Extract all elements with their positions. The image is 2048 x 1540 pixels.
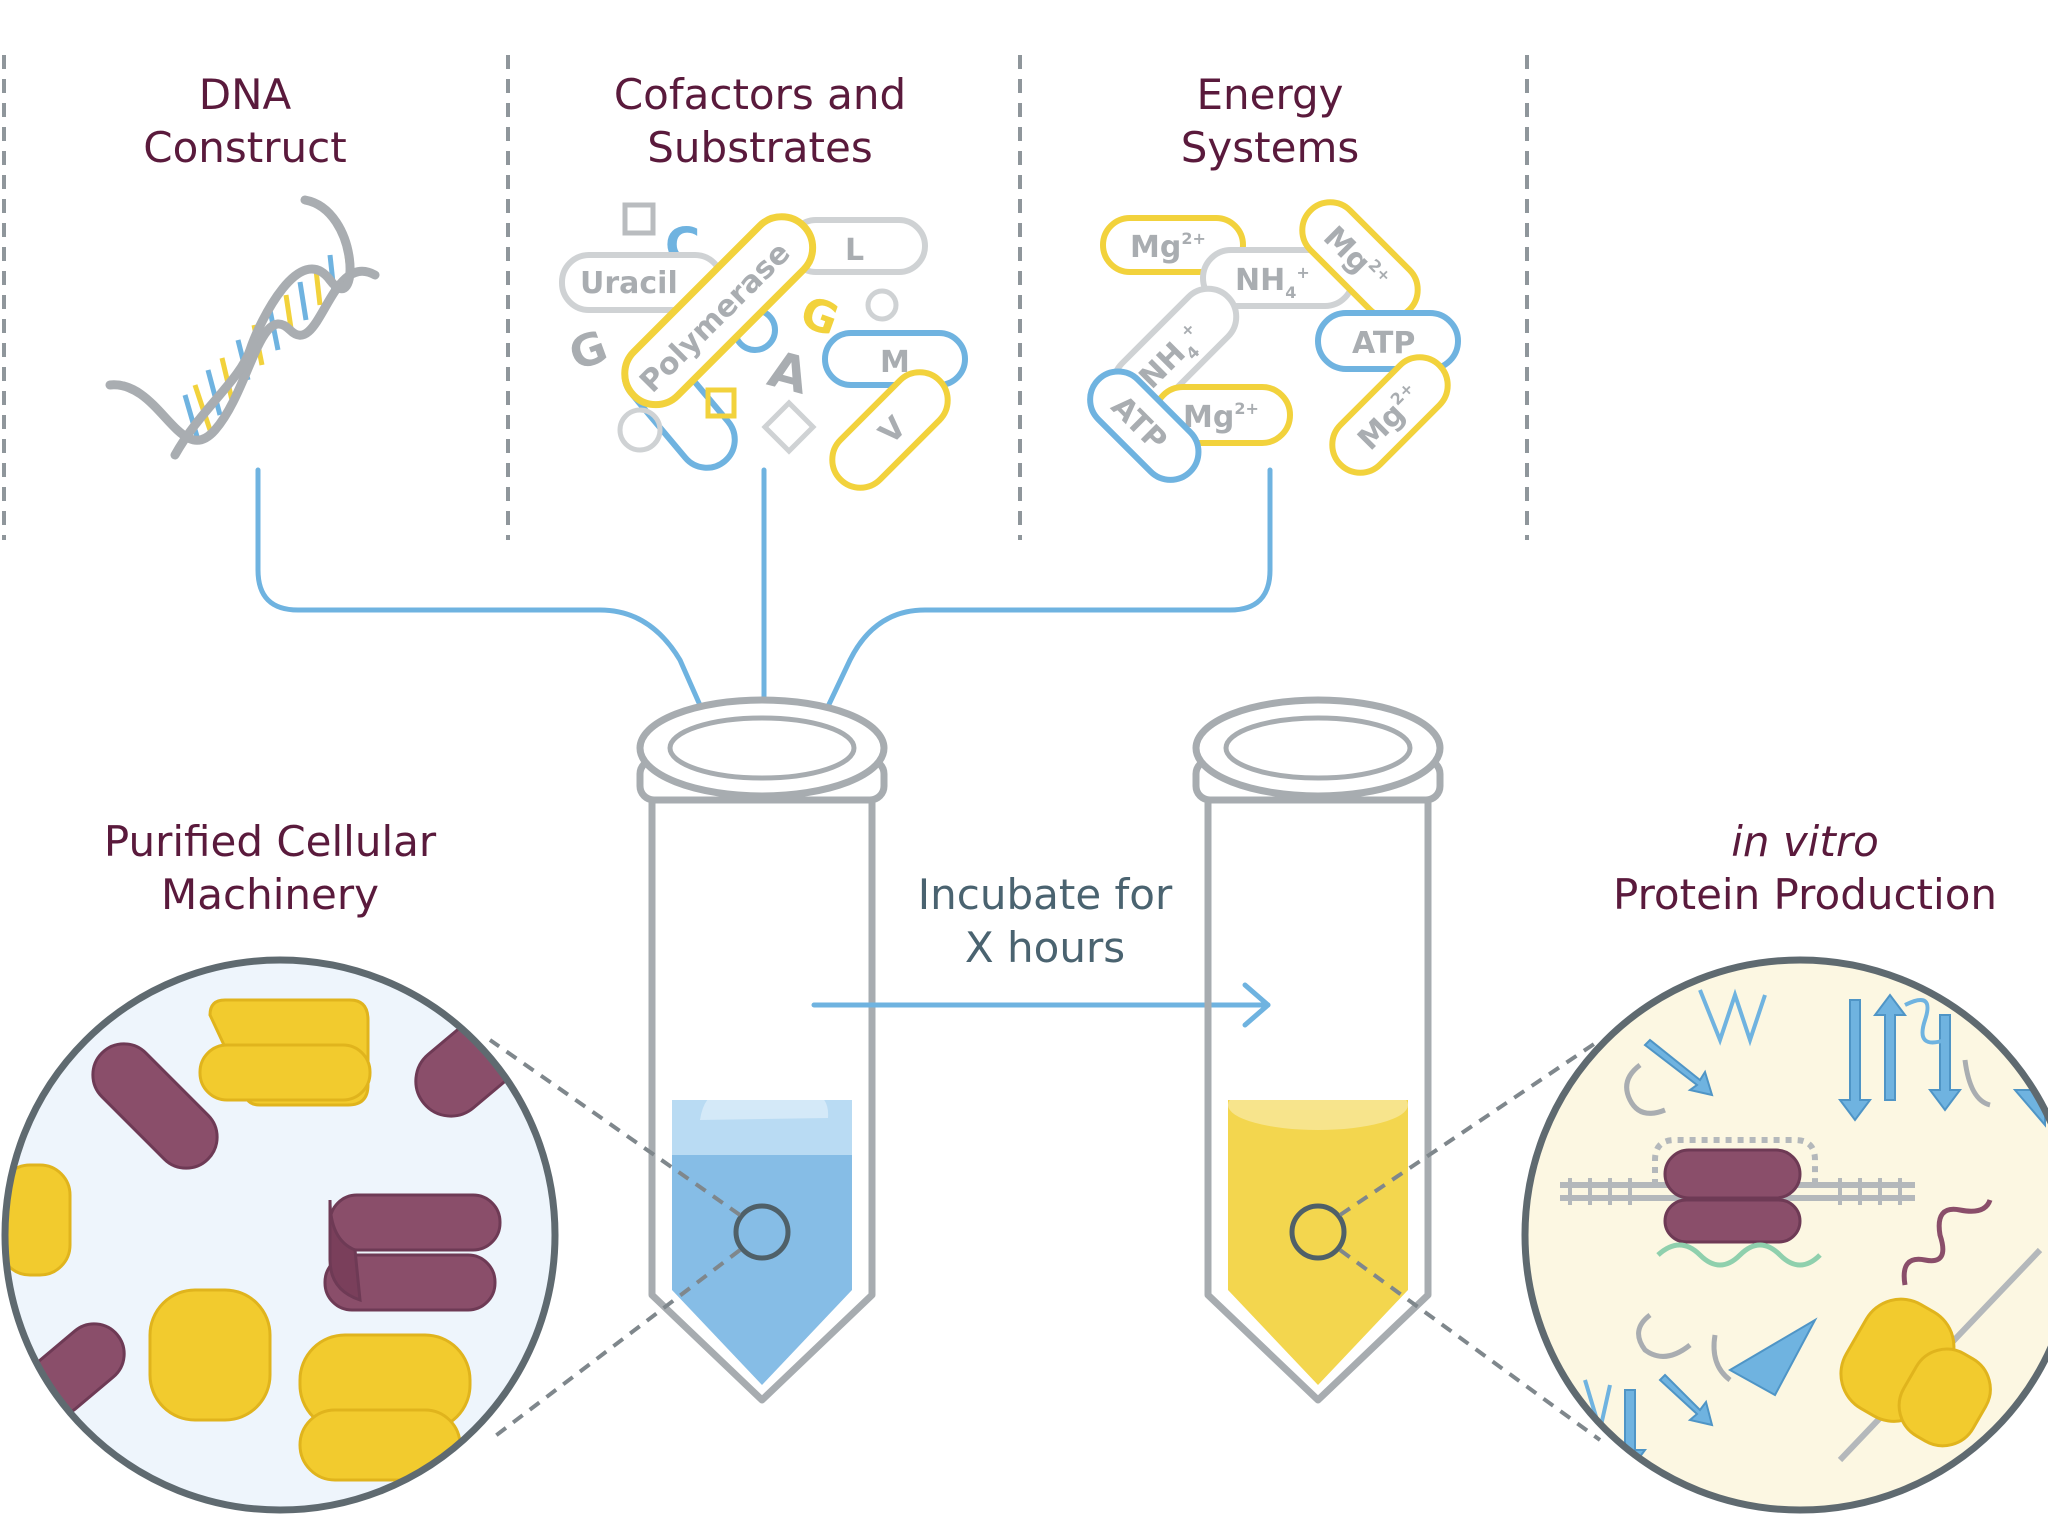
cofactors-cluster: C L Uracil G G K A M V Polymerase [559, 202, 968, 491]
reaction-tube-before [636, 696, 888, 1404]
heading-dna-construct: DNA Construct [143, 70, 347, 172]
svg-text:Mg2+: Mg2+ [1130, 229, 1206, 265]
energy-cluster: Mg2+ NH4+ Mg2+ NH4+ ATP Mg2+ ATP Mg2+ [1087, 199, 1461, 483]
incubate-arrow [811, 982, 1271, 1028]
nucleotide-a-label: A [762, 340, 815, 406]
column-separators [2, 55, 1529, 540]
production-zoom-circle [1521, 956, 2048, 1514]
heading-energy-systems: Energy Systems [1180, 70, 1360, 172]
machinery-zoom-circle [1, 956, 559, 1514]
incubate-label: Incubate for X hours [917, 870, 1173, 972]
amino-l-label: L [845, 233, 864, 268]
nucleotide-g-gray-label: G [563, 321, 614, 381]
heading-purified-machinery: Purified Cellular Machinery [103, 817, 437, 919]
svg-text:ATP: ATP [1352, 326, 1415, 361]
heading-cofactors: Cofactors and Substrates [613, 70, 907, 172]
heading-protein-production: in vitro Protein Production [1612, 817, 1998, 919]
reaction-tube-after [1192, 696, 1444, 1404]
svg-text:NH4+: NH4+ [1235, 263, 1310, 302]
uracil-label: Uracil [580, 266, 678, 301]
dna-helix-icon [105, 195, 380, 460]
zoom-lines [488, 1038, 1602, 1442]
